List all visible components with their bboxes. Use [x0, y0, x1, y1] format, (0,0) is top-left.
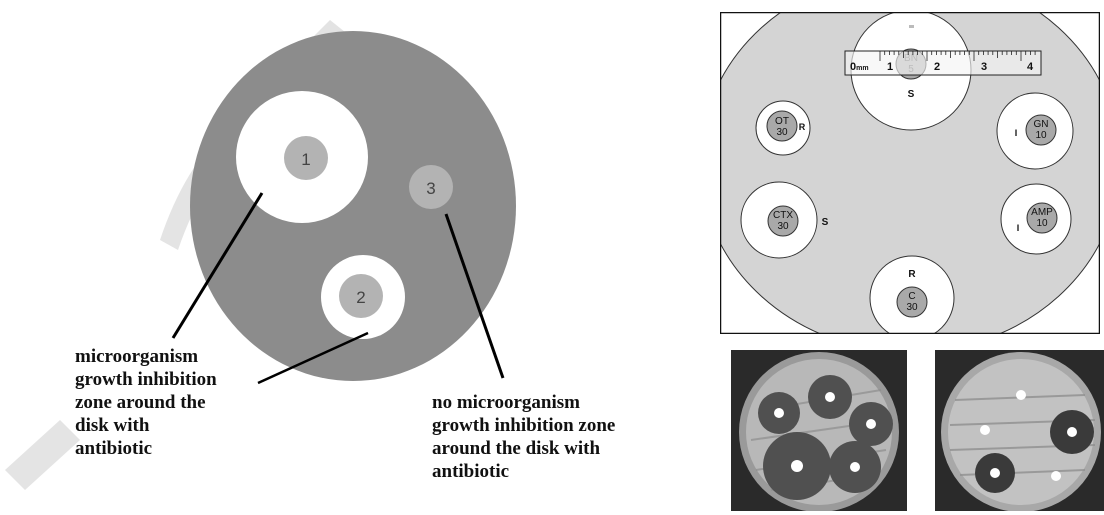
disk-amp-dose: 10 [1036, 218, 1048, 229]
ruler-label-3: 3 [981, 61, 987, 73]
disk-label-2: 2 [356, 288, 365, 307]
plate-photo-2 [935, 350, 1104, 511]
result-c: R [908, 269, 916, 280]
disk-label-3: 3 [426, 179, 435, 198]
disk-gn-dose: 10 [1035, 130, 1047, 141]
disk-amp-code: AMP [1031, 207, 1053, 218]
disk-ctx-dose: 30 [777, 221, 789, 232]
ruler-label-4: 4 [1027, 61, 1034, 73]
small-mark [909, 25, 914, 28]
disk-label-1: 1 [301, 150, 310, 169]
disk-gn-code: GN [1034, 119, 1049, 130]
measurement-ruler: 0mm 1 2 3 4 [845, 51, 1041, 75]
disk-c-dose: 30 [906, 302, 918, 313]
disk-ot-dose: 30 [776, 127, 788, 138]
disk-c-code: C [908, 291, 915, 302]
susceptibility-test-schematic: BN 5 S 0mm 1 2 3 4 OT 30 R GN 10 I [720, 12, 1100, 334]
result-gn: I [1015, 128, 1018, 138]
disk-ctx-code: CTX [773, 210, 793, 221]
result-amp: I [1017, 223, 1020, 233]
disk-ot-code: OT [775, 116, 789, 127]
result-bn: S [908, 89, 915, 100]
ruler-label-1: 1 [887, 61, 893, 73]
label-no-inhibition-zone: no microorganism growth inhibition zone … [432, 391, 615, 483]
ruler-label-2: 2 [934, 61, 940, 73]
result-ctx: S [822, 217, 829, 228]
result-ot: R [799, 122, 806, 132]
label-inhibition-zone: microorganism growth inhibition zone aro… [75, 345, 217, 460]
plate-photo-1 [731, 350, 907, 511]
